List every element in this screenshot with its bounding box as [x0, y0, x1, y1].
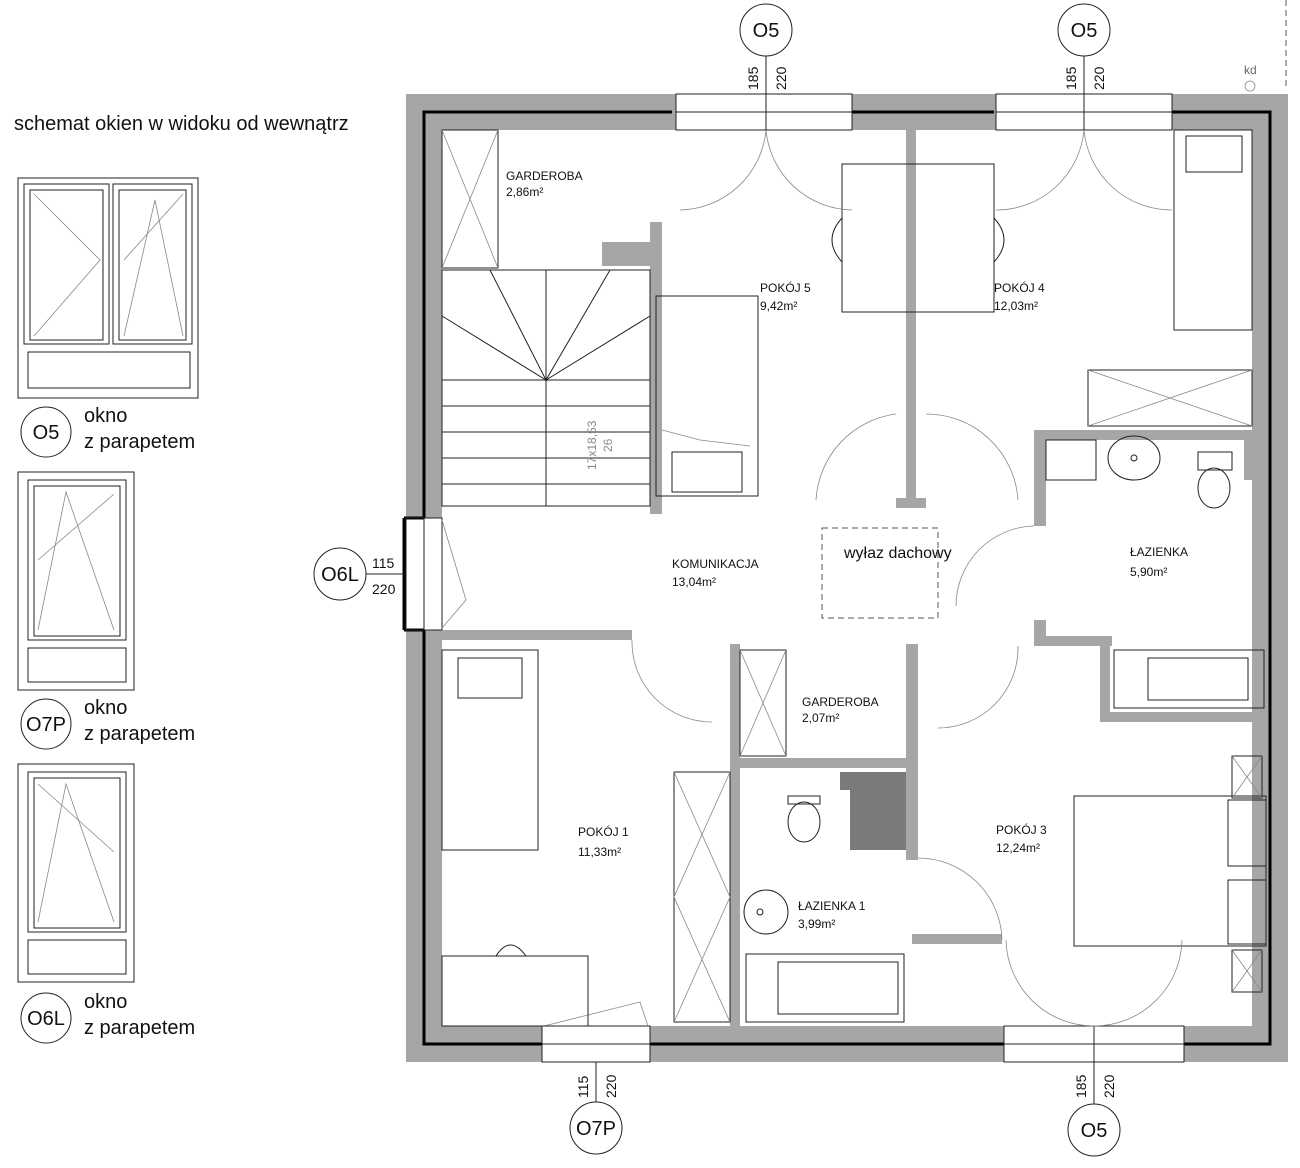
interior-walls	[442, 130, 1252, 1026]
room-name: ŁAZIENKA 1	[798, 899, 866, 913]
roof-hatch-label: wyłaz dachowy	[843, 545, 952, 562]
window-code: O5	[1071, 20, 1098, 42]
bathroom1-fixtures	[743, 795, 905, 1023]
window-tag-bottom-right: O5 185 220	[1067, 1062, 1121, 1157]
window-height: 220	[1101, 1074, 1117, 1098]
desk-room1	[441, 944, 589, 1027]
window-width: 115	[372, 555, 395, 571]
window-width: 185	[1063, 66, 1079, 90]
room-area: 3,99m²	[798, 917, 835, 931]
window-left	[405, 517, 467, 631]
window-code: O7P	[576, 1118, 616, 1140]
window-tag-top-left: O5 185 220	[739, 3, 793, 94]
legend-line1: okno	[84, 405, 127, 427]
room-lazienka: ŁAZIENKA 5,90m²	[1130, 545, 1188, 579]
window-tag-top-right: O5 185 220	[1057, 3, 1111, 94]
legend-code-circle	[20, 406, 72, 458]
room-name: POKÓJ 3	[996, 822, 1047, 837]
legend-item-o6l: O6L okno z parapetem	[20, 991, 195, 1044]
legend-code-circle	[20, 992, 72, 1044]
room-name: POKÓJ 5	[760, 280, 811, 295]
legend-code-circle	[20, 698, 72, 750]
wardrobe-mid	[739, 649, 787, 757]
room-pokoj5: POKÓJ 5 9,42m²	[760, 280, 811, 313]
room-lazienka1: ŁAZIENKA 1 3,99m²	[798, 899, 866, 931]
legend-code: O7P	[26, 714, 66, 736]
window-height: 220	[773, 66, 789, 90]
window-width: 185	[1073, 1074, 1089, 1098]
legend-window-o5	[17, 177, 199, 399]
window-width: 115	[575, 1075, 591, 1098]
bed-room4	[1173, 129, 1253, 331]
bed-room1	[441, 649, 539, 851]
roof-hatch-outline	[821, 527, 939, 619]
room-area: 11,33m²	[578, 845, 621, 859]
legend-line2: z parapetem	[84, 431, 195, 453]
room-name: POKÓJ 4	[994, 280, 1045, 295]
legend-code: O5	[33, 422, 60, 444]
room-name: KOMUNIKACJA	[672, 557, 759, 571]
room-pokoj4: POKÓJ 4 12,03m²	[994, 280, 1045, 313]
room-garderoba-top: GARDEROBA 2,86m²	[506, 169, 583, 199]
room-garderoba-mid: GARDEROBA 2,07m²	[802, 695, 879, 725]
room-name: GARDEROBA	[506, 169, 583, 183]
wardrobe-room4	[1087, 369, 1253, 427]
room-area: 2,07m²	[802, 711, 839, 725]
corner-mark: kd	[1244, 0, 1287, 92]
door-swings	[631, 129, 1183, 1027]
legend-window-o6l	[17, 763, 135, 983]
wardrobe-top	[441, 129, 499, 269]
room-name: ŁAZIENKA	[1130, 545, 1188, 559]
room-pokoj3: POKÓJ 3 12,24m²	[996, 822, 1047, 855]
stair-tread: 26	[601, 438, 615, 452]
window-top-left	[675, 93, 853, 131]
legend-window-o7p	[17, 471, 135, 691]
stair-spec: 17x18,53	[585, 420, 599, 470]
legend-line1: okno	[84, 697, 127, 719]
legend-title: schemat okien w widoku od wewnątrz	[14, 113, 349, 135]
legend-item-o7p: O7P okno z parapetem	[20, 697, 195, 750]
window-code: O5	[1081, 1120, 1108, 1142]
window-code: O5	[753, 20, 780, 42]
legend-line2: z parapetem	[84, 1017, 195, 1039]
room-name: GARDEROBA	[802, 695, 879, 709]
legend-code: O6L	[27, 1008, 65, 1030]
window-width: 185	[745, 66, 761, 90]
window-tag-bottom-left: O7P 115 220	[569, 1062, 623, 1155]
bed-room3	[1073, 755, 1267, 993]
room-area: 13,04m²	[672, 575, 716, 589]
wall-outline	[402, 110, 1272, 1046]
room-area: 2,86m²	[506, 185, 543, 199]
room-area: 12,24m²	[996, 841, 1040, 855]
room-komunikacja: KOMUNIKACJA 13,04m²	[672, 557, 759, 589]
window-height: 220	[372, 581, 396, 597]
bed-room5	[655, 295, 759, 497]
floor-area	[442, 130, 1252, 1026]
corner-mark-text: kd	[1244, 63, 1257, 77]
room-pokoj1: POKÓJ 1 11,33m²	[578, 824, 629, 859]
room-name: POKÓJ 1	[578, 824, 629, 839]
room-area: 12,03m²	[994, 299, 1038, 313]
legend-line1: okno	[84, 991, 127, 1013]
window-height: 220	[603, 1074, 619, 1098]
desk-top	[831, 163, 1005, 313]
legend-line2: z parapetem	[84, 723, 195, 745]
bathroom-fixtures	[1045, 435, 1265, 709]
legend-item-o5: O5 okno z parapetem	[20, 405, 195, 458]
cabinet-room1	[673, 771, 731, 1023]
staircase: 17x18,53 26	[441, 269, 651, 507]
room-area: 5,90m²	[1130, 565, 1167, 579]
window-height: 220	[1091, 66, 1107, 90]
room-area: 9,42m²	[760, 299, 797, 313]
window-code: O6L	[321, 564, 359, 586]
window-tag-left: O6L 115 220	[313, 547, 404, 601]
